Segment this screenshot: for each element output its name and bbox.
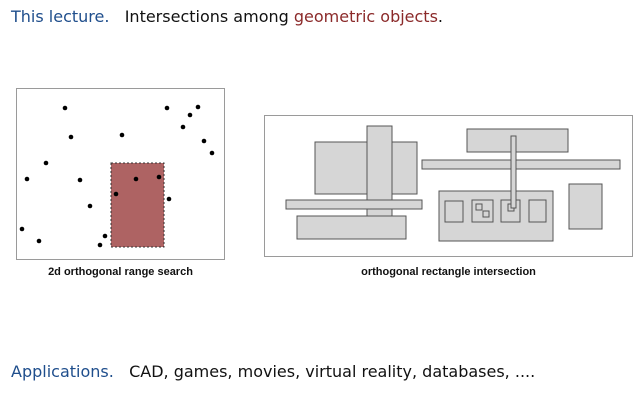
rectangle — [285, 199, 423, 210]
rectangle — [466, 128, 569, 153]
rectangle — [510, 135, 517, 209]
rectangle — [528, 199, 547, 223]
point — [19, 226, 25, 232]
point — [201, 138, 207, 144]
lecture-text: Intersections among — [124, 7, 294, 26]
rectangle — [568, 183, 603, 230]
point — [43, 160, 49, 166]
point — [113, 191, 119, 197]
rectangle — [475, 203, 483, 211]
rect-intersection-caption: orthogonal rectangle intersection — [361, 266, 536, 278]
point — [97, 242, 103, 248]
point — [62, 105, 68, 111]
applications-text: CAD, games, movies, virtual reality, dat… — [129, 362, 536, 381]
lecture-period: . — [437, 7, 444, 26]
rectangle — [314, 141, 418, 195]
point — [187, 112, 193, 118]
applications-line: Applications. CAD, games, movies, virtua… — [11, 362, 535, 381]
range-search-plot — [19, 104, 215, 248]
point — [209, 150, 215, 156]
point — [166, 196, 172, 202]
rect-intersection-plot — [285, 125, 621, 242]
points-group — [19, 104, 215, 248]
point — [156, 174, 162, 180]
point — [119, 132, 125, 138]
rectangle — [296, 215, 407, 240]
applications-label: Applications. — [11, 362, 114, 381]
point — [133, 176, 139, 182]
lecture-label: This lecture. — [11, 7, 110, 26]
rectangle — [444, 200, 464, 223]
point — [180, 124, 186, 130]
point — [77, 177, 83, 183]
point — [195, 104, 201, 110]
range-search-figure — [16, 88, 225, 260]
point — [24, 176, 30, 182]
point — [102, 233, 108, 239]
rectangle — [421, 159, 621, 170]
point — [36, 238, 42, 244]
point — [164, 105, 170, 111]
range-search-caption: 2d orthogonal range search — [48, 266, 193, 278]
rect-intersection-figure — [264, 115, 633, 257]
query-range-rect — [110, 162, 165, 248]
lecture-heading: This lecture. Intersections among geomet… — [11, 7, 443, 26]
lecture-highlight: geometric objects — [293, 7, 438, 26]
point — [68, 134, 74, 140]
point — [87, 203, 93, 209]
rectangle — [482, 210, 490, 218]
